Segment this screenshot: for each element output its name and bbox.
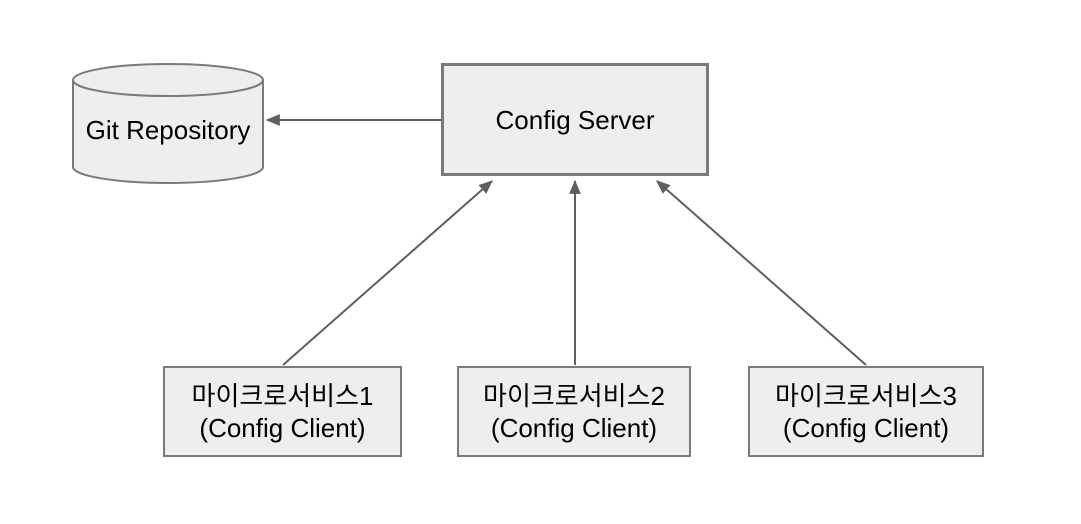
microservice-3-node-sublabel: (Config Client) xyxy=(782,412,950,443)
microservice-3-node: 마이크로서비스3 (Config Client) xyxy=(748,366,984,457)
microservice-1-node-sublabel: (Config Client) xyxy=(199,412,366,443)
git-repository-node-label: Git Repository xyxy=(85,114,251,145)
microservice-1-node: 마이크로서비스1 (Config Client) xyxy=(163,366,402,457)
microservice-2-node: 마이크로서비스2 (Config Client) xyxy=(457,366,691,457)
git-repository-cylinder xyxy=(72,63,264,184)
microservice-2-node-label: 마이크로서비스2 xyxy=(483,380,665,411)
config-server-node-label: Config Server xyxy=(495,104,655,135)
microservice-1-node-label: 마이크로서비스1 xyxy=(191,380,374,411)
config-server-node: Config Server xyxy=(441,63,709,176)
arrow-client-1-to-config-server xyxy=(282,180,493,366)
microservice-2-node-sublabel: (Config Client) xyxy=(490,412,658,443)
microservice-3-node-label: 마이크로서비스3 xyxy=(775,380,957,411)
arrow-client-3-to-config-server xyxy=(656,180,867,366)
